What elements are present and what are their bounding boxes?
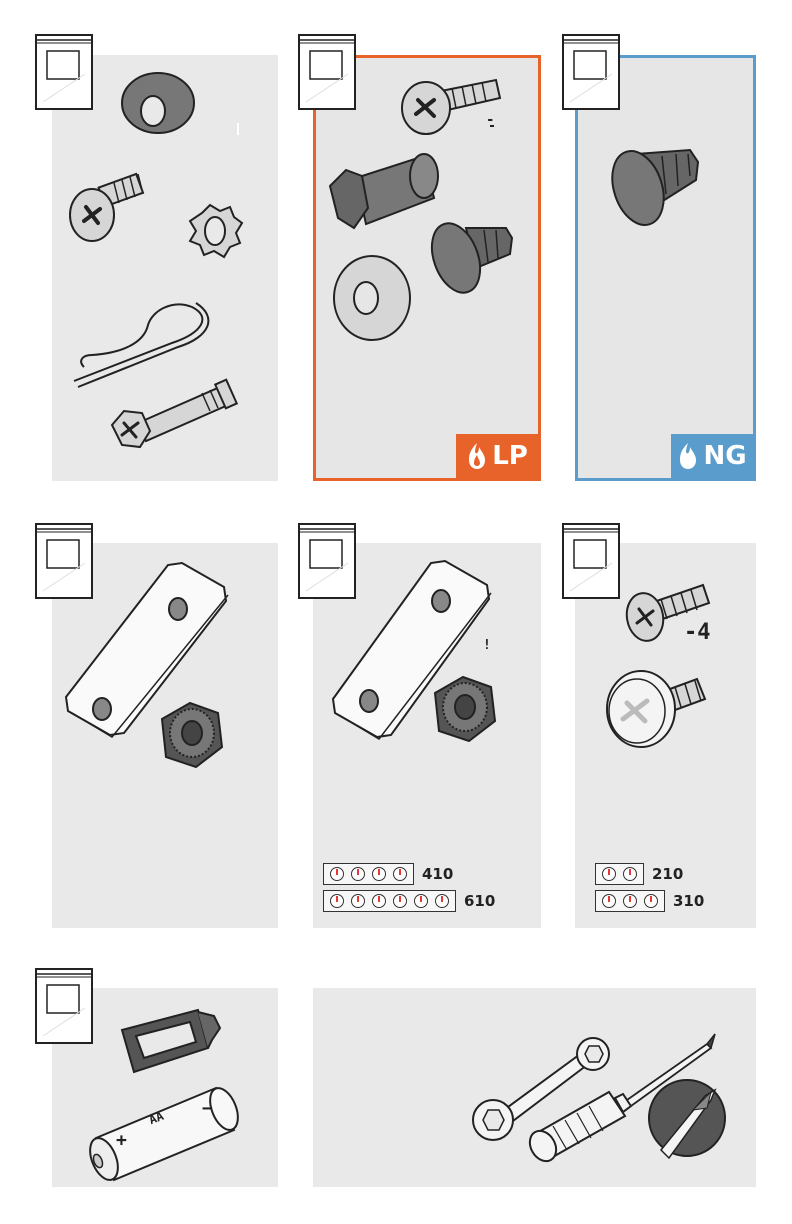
control-knob-icon bbox=[393, 894, 407, 908]
control-knob-icon bbox=[330, 867, 344, 881]
push-rivet-icon bbox=[603, 144, 698, 231]
knob-group bbox=[595, 890, 665, 912]
control-knob-icon bbox=[372, 894, 386, 908]
knob-group bbox=[323, 890, 456, 912]
parts-bag-icon bbox=[35, 523, 93, 599]
screw-panel: 210 310 bbox=[575, 543, 756, 928]
control-knob-icon bbox=[602, 867, 616, 881]
legend-label: 410 bbox=[422, 865, 453, 883]
ng-badge: NG bbox=[671, 434, 753, 478]
parts-bag-icon bbox=[562, 34, 620, 110]
battery-plus: + bbox=[116, 1130, 127, 1151]
bracket-panel-1 bbox=[52, 543, 278, 928]
parts-bag-icon bbox=[562, 523, 620, 599]
washer-icon bbox=[334, 256, 410, 340]
phillips-screw-icon bbox=[70, 174, 143, 241]
tools-panel bbox=[313, 988, 756, 1187]
control-knob-icon bbox=[372, 867, 386, 881]
screw-count-label: -4 bbox=[684, 620, 711, 645]
washer-icon bbox=[122, 73, 194, 133]
push-rivet-icon bbox=[423, 217, 512, 300]
flange-nut-icon bbox=[162, 703, 222, 767]
control-knob-icon bbox=[330, 894, 344, 908]
ng-badge-text: NG bbox=[703, 441, 746, 471]
hex-spacer-icon bbox=[330, 154, 438, 228]
control-knob-icon bbox=[351, 867, 365, 881]
parts-bag-icon bbox=[35, 968, 93, 1044]
lock-washer-icon bbox=[190, 205, 242, 257]
dash-mark: - bbox=[486, 112, 494, 128]
hairpin-pin-icon bbox=[74, 303, 208, 387]
flange-nut-icon bbox=[435, 677, 495, 741]
lp-badge-text: LP bbox=[492, 441, 528, 471]
ng-hardware-panel: NG bbox=[575, 55, 756, 481]
battery-clip-icon bbox=[122, 1010, 220, 1072]
lp-badge: LP bbox=[456, 434, 538, 478]
control-knob-icon bbox=[351, 894, 365, 908]
flame-icon bbox=[677, 441, 699, 471]
parts-bag-icon bbox=[298, 523, 356, 599]
screwdriver-icon bbox=[525, 1034, 725, 1166]
bang-mark: ! bbox=[483, 638, 491, 653]
hardware-panel-1 bbox=[52, 55, 278, 481]
battery-minus: − bbox=[202, 1098, 213, 1119]
burner-legend-210: 210 bbox=[595, 863, 683, 885]
control-knob-icon bbox=[623, 894, 637, 908]
burner-legend-610: 610 bbox=[323, 890, 495, 912]
flame-icon bbox=[466, 441, 488, 471]
control-knob-icon bbox=[644, 894, 658, 908]
burner-legend-410: 410 bbox=[323, 863, 453, 885]
knob-group bbox=[595, 863, 644, 885]
legend-label: 210 bbox=[652, 865, 683, 883]
control-knob-icon bbox=[414, 894, 428, 908]
knob-group bbox=[323, 863, 414, 885]
parts-bag-icon bbox=[35, 34, 93, 110]
bracket-panel-2: 410 610 bbox=[313, 543, 541, 928]
parts-bag-icon bbox=[298, 34, 356, 110]
battery-icon bbox=[85, 1084, 244, 1184]
lp-hardware-panel: LP bbox=[313, 55, 541, 481]
control-knob-icon bbox=[623, 867, 637, 881]
legend-label: 610 bbox=[464, 892, 495, 910]
shoulder-screw-icon bbox=[607, 671, 705, 747]
control-knob-icon bbox=[393, 867, 407, 881]
hex-bolt-icon bbox=[112, 380, 237, 447]
control-knob-icon bbox=[602, 894, 616, 908]
legend-label: 310 bbox=[673, 892, 704, 910]
burner-legend-310: 310 bbox=[595, 890, 704, 912]
control-knob-icon bbox=[435, 894, 449, 908]
